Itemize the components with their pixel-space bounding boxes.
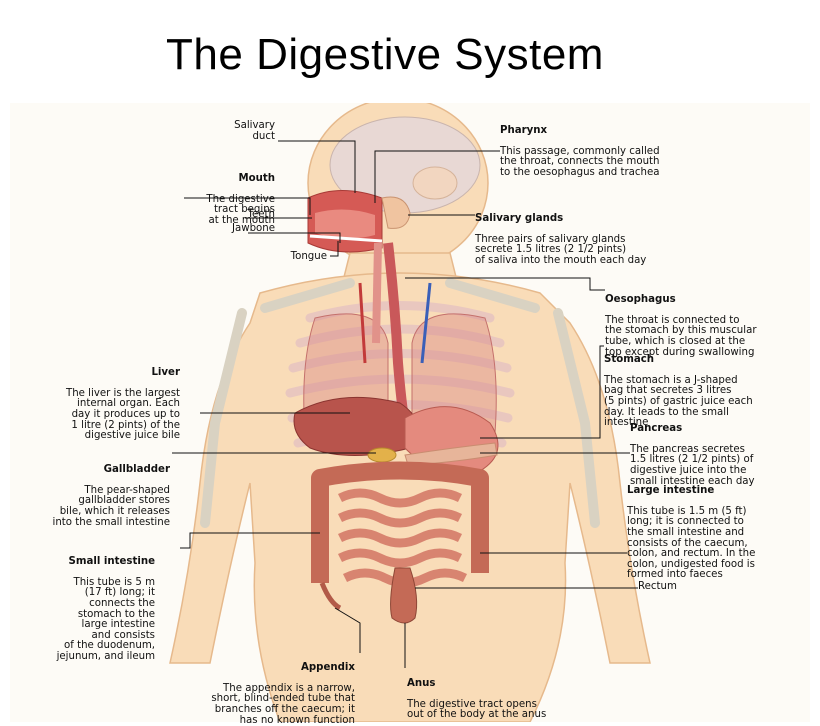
- label-oesophagus-heading: Oesophagus: [605, 293, 676, 305]
- label-stomach: Stomach The stomach is a J-shaped bag th…: [604, 344, 804, 429]
- gallbladder-shape: [367, 447, 397, 463]
- label-salivary-glands: Salivary glands Three pairs of salivary …: [475, 203, 795, 267]
- label-salivary-glands-heading: Salivary glands: [475, 212, 564, 224]
- appendix-shape: [319, 582, 342, 611]
- label-pancreas-text: The pancreas secretes 1.5 litres (2 1/2 …: [630, 443, 755, 487]
- rectum-shape: [390, 567, 418, 624]
- label-anus-heading: Anus: [407, 677, 436, 689]
- salivary-gland-shape: [381, 196, 411, 229]
- label-large-intestine-text: This tube is 1.5 m (5 ft) long; it is co…: [627, 505, 756, 581]
- label-appendix: Appendix The appendix is a narrow, short…: [170, 652, 355, 726]
- small-intestine-coils: [337, 488, 468, 588]
- label-oesophagus-text: The throat is connected to the stomach b…: [605, 314, 757, 358]
- skeleton-shoulders: [200, 278, 600, 528]
- label-anus-text: The digestive tract opens out of the bod…: [407, 698, 547, 721]
- trachea-tube: [372, 242, 382, 344]
- label-liver-text: The liver is the largest internal organ.…: [65, 387, 180, 442]
- label-salivary-duct: Salivary duct: [234, 120, 275, 142]
- anatomy-illustration: [169, 103, 651, 722]
- label-stomach-heading: Stomach: [604, 353, 654, 365]
- page-title: The Digestive System: [166, 30, 604, 79]
- label-gallbladder-heading: Gallbladder: [103, 463, 170, 475]
- label-small-intestine-heading: Small intestine: [68, 555, 155, 567]
- label-tongue: Tongue: [290, 251, 327, 262]
- label-pancreas-heading: Pancreas: [630, 422, 683, 434]
- label-stomach-text: The stomach is a J-shaped bag that secre…: [604, 374, 753, 429]
- large-intestine-shape: [311, 461, 489, 583]
- label-appendix-text: The appendix is a narrow, short, blind-e…: [211, 682, 355, 726]
- label-jawbone: Jawbone: [231, 223, 275, 234]
- cerebellum: [412, 166, 458, 200]
- leader-lines: [172, 140, 638, 668]
- mouth-cavity: [307, 190, 383, 253]
- label-gallbladder: Gallbladder The pear-shaped gallbladder …: [10, 454, 171, 528]
- label-gallbladder-text: The pear-shaped gallbladder stores bile,…: [52, 484, 171, 528]
- label-small-intestine: Small intestine This tube is 5 m (17 ft)…: [20, 546, 155, 663]
- label-rectum: Rectum: [638, 581, 677, 592]
- major-vessels: [358, 282, 432, 364]
- liver-shape: [293, 396, 419, 456]
- label-pharynx: Pharynx This passage, commonly called th…: [500, 115, 800, 179]
- label-mouth: Mouth The digestive tract begins at the …: [160, 163, 275, 227]
- label-appendix-heading: Appendix: [301, 661, 355, 673]
- label-small-intestine-text: This tube is 5 m (17 ft) long; it connec…: [56, 576, 155, 662]
- label-large-intestine-heading: Large intestine: [627, 484, 715, 496]
- anatomy-diagram: Salivary duct Mouth The digestive tract …: [10, 103, 810, 725]
- label-anus: Anus The digestive tract opens out of th…: [407, 668, 627, 721]
- label-mouth-heading: Mouth: [238, 172, 275, 184]
- label-oesophagus: Oesophagus The throat is connected to th…: [605, 284, 810, 358]
- label-salivary-glands-text: Three pairs of salivary glands secrete 1…: [475, 233, 647, 266]
- label-mouth-text: The digestive tract begins at the mouth: [206, 193, 275, 226]
- label-pharynx-text: This passage, commonly called the throat…: [500, 145, 660, 178]
- label-liver-heading: Liver: [151, 366, 180, 378]
- label-pharynx-heading: Pharynx: [500, 124, 548, 136]
- label-large-intestine: Large intestine This tube is 1.5 m (5 ft…: [627, 475, 807, 581]
- label-liver: Liver The liver is the largest internal …: [20, 357, 180, 442]
- label-pancreas: Pancreas The pancreas secretes 1.5 litre…: [630, 413, 808, 487]
- label-teeth: Teeth: [247, 209, 275, 220]
